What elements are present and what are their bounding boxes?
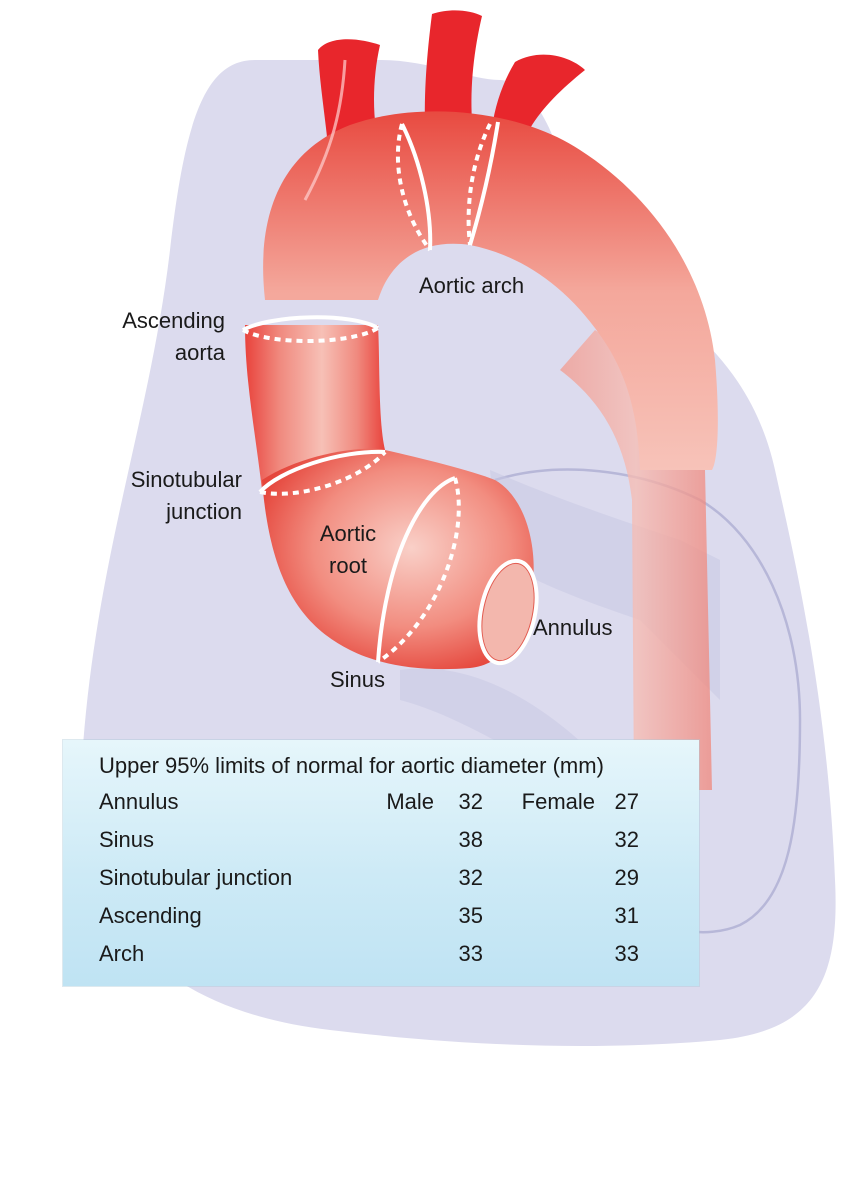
label-ascending-aorta-line2: aorta — [174, 340, 225, 365]
measurement-rings — [242, 121, 539, 666]
row-name: Sinus — [99, 827, 155, 852]
male-value: 33 — [458, 941, 483, 966]
row-name: Arch — [99, 941, 145, 966]
label-ascending-aorta-line1: Ascending — [122, 308, 225, 333]
row-name: Ascending — [99, 903, 202, 928]
label-sinus: Sinus — [330, 667, 386, 692]
female-value: 33 — [614, 941, 639, 966]
left-subclavian-artery — [492, 54, 585, 132]
table-row: Annulus Male 32 Female 27 — [63, 786, 699, 824]
table-row: Arch 33 33 — [63, 938, 699, 976]
annulus-ring — [477, 558, 539, 666]
label-aortic-root: Aortic root — [300, 518, 396, 582]
sinotubular-ring-back — [259, 450, 387, 496]
male-value: 38 — [458, 827, 483, 852]
ascending-ring — [242, 315, 379, 332]
branch-highlight — [303, 59, 347, 201]
label-aortic-arch: Aortic arch — [419, 273, 525, 298]
female-value: 27 — [614, 789, 639, 814]
table-row: Ascending 35 31 — [63, 900, 699, 938]
left-carotid-artery — [424, 10, 482, 126]
label-sinotubular-line1: Sinotubular — [130, 467, 242, 492]
ascending-aorta-body — [245, 325, 385, 490]
table-title: Upper 95% limits of normal for aortic di… — [99, 753, 604, 778]
female-label: Female — [521, 789, 595, 814]
row-name: Annulus — [99, 789, 179, 814]
table-row: Sinotubular junction 32 29 — [63, 862, 699, 900]
label-ascending-aorta: Ascending aorta — [100, 305, 225, 369]
arch-ring-1-back — [395, 123, 432, 252]
arch-ring-2-back — [466, 123, 492, 246]
male-value: 35 — [458, 903, 483, 928]
male-value: 32 — [458, 789, 483, 814]
normal-limits-table: Upper 95% limits of normal for aortic di… — [63, 740, 699, 986]
label-sinotubular-line2: junction — [166, 499, 242, 524]
row-name: Sinotubular junction — [99, 865, 293, 890]
label-annulus: Annulus — [533, 615, 613, 640]
label-sinotubular-junction: Sinotubular junction — [90, 464, 242, 528]
arch-ring-1 — [400, 123, 433, 251]
arch-ring-2 — [468, 121, 500, 246]
label-aortic-root-line1: Aortic — [319, 521, 377, 546]
sinus-ring — [376, 476, 456, 663]
male-value: 32 — [458, 865, 483, 890]
table-row: Sinus 38 32 — [63, 824, 699, 862]
ascending-ring-back — [242, 326, 380, 343]
female-value: 29 — [614, 865, 639, 890]
aortic-arch-body — [263, 111, 718, 471]
male-label: Male — [386, 789, 434, 814]
female-value: 31 — [614, 903, 639, 928]
sinotubular-ring — [258, 449, 386, 494]
female-value: 32 — [614, 827, 639, 852]
label-aortic-root-line2: root — [329, 553, 367, 578]
